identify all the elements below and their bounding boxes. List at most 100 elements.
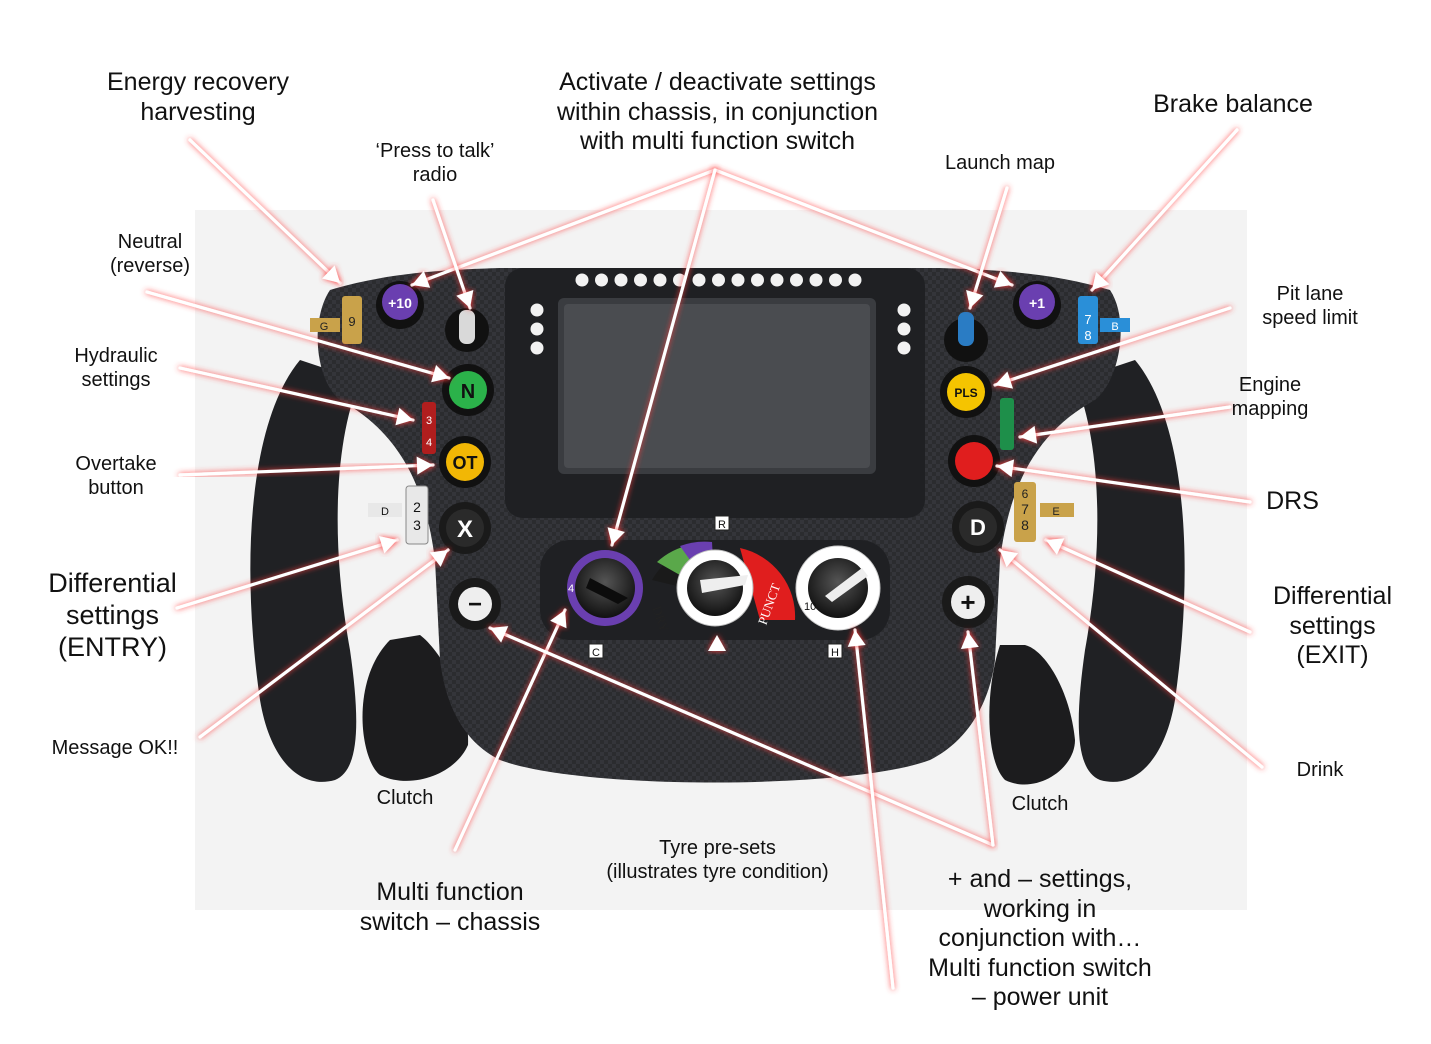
drs-button[interactable] bbox=[948, 435, 1000, 487]
knob-number: 10 bbox=[804, 601, 816, 613]
overtake-button[interactable]: OT bbox=[439, 436, 491, 488]
center-tag: R bbox=[718, 519, 726, 531]
label-overtake: Overtake button bbox=[75, 453, 157, 499]
annotation-arrowhead bbox=[1020, 425, 1038, 444]
annotation-arrow bbox=[453, 608, 567, 852]
annotation-arrow bbox=[1090, 128, 1239, 292]
shift-light bbox=[790, 273, 803, 287]
shift-light bbox=[848, 273, 862, 287]
annotation-arrowhead bbox=[997, 459, 1015, 478]
label-message-ok: Message OK!! bbox=[51, 737, 179, 759]
thumbwheel-letter: G bbox=[320, 321, 329, 333]
plus-button[interactable]: + bbox=[942, 576, 994, 628]
tyre-preset-knob[interactable]: DRY PUNCT bbox=[649, 541, 796, 635]
mfs-power-unit-knob[interactable]: 10 bbox=[795, 545, 881, 631]
annotation-arrow bbox=[431, 198, 472, 310]
plus10-button[interactable]: +10 bbox=[376, 281, 424, 329]
plus-button-label: + bbox=[960, 587, 975, 617]
press-to-talk-toggle[interactable] bbox=[459, 310, 475, 344]
hydraulic-thumbwheel[interactable] bbox=[422, 402, 436, 454]
annotation-arrow bbox=[610, 168, 717, 547]
side-lights bbox=[530, 303, 911, 355]
side-light bbox=[897, 341, 911, 355]
thumbwheel-digit: 8 bbox=[1021, 517, 1029, 533]
annotation-arrows bbox=[145, 128, 1264, 990]
annotation-arrowhead bbox=[456, 289, 474, 308]
plus1-button-label: +1 bbox=[1029, 295, 1045, 311]
annotation-arrow bbox=[853, 628, 895, 990]
annotation-arrowhead bbox=[966, 290, 984, 308]
annotation-arrow bbox=[145, 290, 451, 380]
engine-mapping-thumbwheel[interactable] bbox=[1000, 398, 1014, 450]
annotation-arrow bbox=[995, 464, 1252, 504]
side-light bbox=[897, 322, 911, 336]
label-pit-lane: Pit lane speed limit bbox=[1262, 283, 1358, 329]
label-mfs-chassis: Multi function switch – chassis bbox=[359, 878, 541, 936]
message-ok-button[interactable]: X bbox=[439, 502, 491, 554]
thumbwheel-letter: B bbox=[1111, 321, 1118, 333]
label-brake-balance: Brake balance bbox=[1153, 90, 1313, 118]
shift-light bbox=[770, 273, 784, 287]
label-launch-map: Launch map bbox=[944, 152, 1056, 174]
annotation-arrow bbox=[1018, 405, 1232, 439]
chassis-tag: C bbox=[592, 647, 600, 659]
diff-entry-thumbwheel[interactable] bbox=[405, 485, 429, 545]
right-grip bbox=[1075, 360, 1185, 782]
label-tyre-presets: Tyre pre-sets (illustrates tyre conditio… bbox=[606, 837, 829, 883]
thumbwheel-digit: 9 bbox=[348, 314, 355, 329]
label-activate-deactivate: Activate / deactivate settings within ch… bbox=[557, 68, 878, 155]
annotation-arrow bbox=[968, 186, 1009, 310]
shift-light bbox=[575, 273, 589, 287]
drink-button[interactable]: D bbox=[952, 501, 1004, 553]
diff-exit-thumbwheel[interactable] bbox=[1014, 482, 1036, 542]
pit-limiter-button[interactable]: PLS bbox=[940, 366, 992, 418]
annotation-arrowhead bbox=[379, 536, 397, 554]
label-engine-mapping: Engine mapping bbox=[1231, 374, 1309, 420]
annotation-arrowhead bbox=[490, 626, 509, 643]
neutral-button[interactable]: N bbox=[442, 364, 494, 416]
message-ok-button-label: X bbox=[457, 516, 473, 543]
annotation-arrow bbox=[966, 630, 995, 847]
annotation-arrowhead bbox=[416, 456, 433, 475]
annotation-arrow bbox=[175, 538, 399, 610]
side-light bbox=[897, 303, 911, 317]
shift-light bbox=[829, 273, 842, 287]
annotation-arrow bbox=[998, 548, 1264, 769]
thumbwheel-digit: 8 bbox=[1084, 328, 1091, 343]
annotation-arrowhead bbox=[429, 550, 448, 567]
annotation-arrow bbox=[993, 306, 1232, 387]
drink-button-label: D bbox=[970, 515, 986, 540]
annotation-arrow bbox=[1044, 538, 1252, 634]
shift-light bbox=[614, 273, 628, 287]
annotation-arrow bbox=[488, 626, 995, 847]
thumbwheel-digit: 3 bbox=[426, 415, 432, 427]
minus-button[interactable]: − bbox=[449, 578, 501, 630]
annotation-arrowhead bbox=[322, 265, 340, 283]
pit-limiter-button-label: PLS bbox=[954, 386, 977, 400]
energy-recovery-thumbwheel[interactable] bbox=[342, 296, 362, 344]
shift-lights bbox=[575, 273, 862, 287]
label-plus-minus: + and – settings, working in conjunction… bbox=[928, 865, 1152, 1011]
brake-balance-thumbwheel[interactable] bbox=[1078, 296, 1098, 344]
shift-light bbox=[712, 273, 725, 287]
power-unit-tag: H bbox=[831, 647, 839, 659]
overtake-button-label: OT bbox=[453, 453, 478, 473]
shift-light bbox=[809, 273, 823, 287]
annotation-arrowhead bbox=[412, 270, 431, 288]
mfs-chassis-knob[interactable]: 4 bbox=[567, 550, 643, 626]
label-diff-exit: Differential settings (EXIT) bbox=[1272, 582, 1393, 669]
launch-map-toggle[interactable] bbox=[958, 312, 974, 346]
minus-button-label: − bbox=[468, 591, 482, 618]
annotation-arrowhead bbox=[995, 371, 1014, 389]
annotation-arrowhead bbox=[993, 270, 1012, 288]
annotation-arrowhead bbox=[847, 630, 866, 647]
shift-light bbox=[595, 273, 608, 287]
label-press-to-talk: ‘Press to talk’ radio bbox=[375, 140, 495, 186]
plus1-button[interactable]: +1 bbox=[1013, 281, 1061, 329]
side-light bbox=[530, 341, 544, 355]
thumbwheel-digit: 7 bbox=[1084, 312, 1091, 327]
annotation-arrow bbox=[178, 463, 435, 477]
annotation-arrow bbox=[188, 138, 342, 285]
